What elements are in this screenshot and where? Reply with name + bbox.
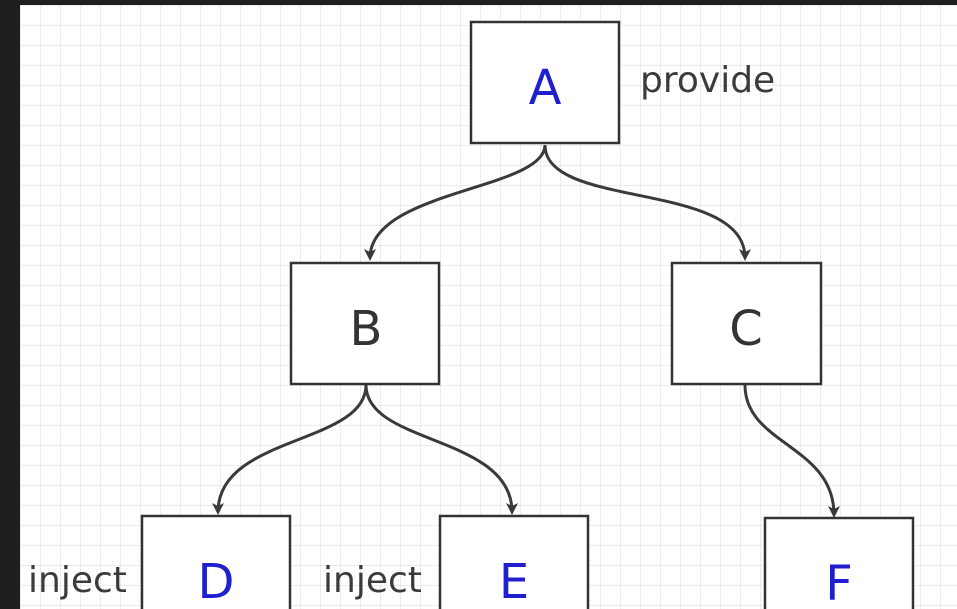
- node-e: E: [438, 514, 590, 609]
- node-f-box: [763, 516, 915, 609]
- node-f: F: [763, 516, 915, 609]
- edge-b-e: [364, 384, 518, 515]
- node-b-label: B: [350, 301, 383, 357]
- node-a-label: A: [529, 60, 562, 116]
- node-a-box: [469, 20, 621, 145]
- edges: [212, 144, 840, 518]
- node-b: B: [289, 261, 441, 386]
- node-e-label: E: [499, 554, 529, 609]
- node-c-box: [670, 261, 823, 386]
- node-b-box: [289, 261, 441, 386]
- node-f-label: F: [825, 556, 853, 609]
- node-d-box: [140, 514, 292, 609]
- edge-c-f: [743, 384, 840, 518]
- node-e-box: [438, 514, 590, 609]
- provide-label: provide: [640, 60, 775, 101]
- node-d: D: [140, 514, 292, 609]
- node-c-label: C: [729, 301, 763, 357]
- inject-label-d: inject: [28, 560, 127, 601]
- node-a: A: [469, 20, 621, 145]
- inject-label-e: inject: [323, 560, 422, 601]
- left-frame-strip: [0, 0, 20, 609]
- node-d-label: D: [198, 554, 235, 609]
- edge-b-d: [212, 384, 368, 515]
- edge-a-c: [543, 144, 751, 261]
- top-frame-strip: [0, 0, 957, 5]
- edge-a-b: [364, 144, 547, 261]
- node-c: C: [670, 261, 823, 386]
